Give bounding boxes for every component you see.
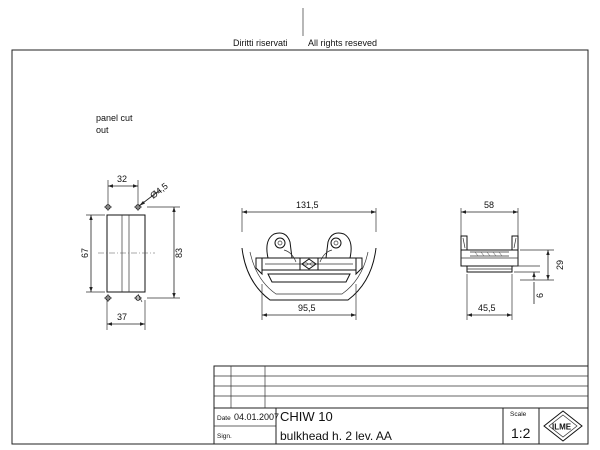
left-lever — [266, 232, 293, 259]
panel-cutout-view: panel cut out 32 — [80, 113, 184, 330]
dim-hole-diameter: Ø4,5 — [148, 181, 170, 201]
panel-cutout-label-1: panel cut — [96, 113, 133, 123]
housing-outer-curve — [241, 247, 377, 301]
dim-32: 32 — [117, 174, 127, 184]
scale-value: 1:2 — [511, 425, 531, 441]
logo-text: ILME — [552, 423, 572, 432]
front-view: 131,5 95,5 — [241, 200, 377, 320]
dim-6: 6 — [535, 293, 545, 298]
dim-95-5: 95,5 — [298, 303, 316, 313]
title-block: Date 04.01.2007 Sign. CHIW 10 bulkhead h… — [213, 365, 589, 445]
date-label: Date — [217, 415, 231, 422]
rights-text-en: All rights reseved — [308, 38, 377, 48]
dim-37: 37 — [117, 312, 127, 322]
dim-67: 67 — [80, 248, 90, 258]
part-code: CHIW 10 — [280, 409, 333, 424]
dim-29: 29 — [555, 260, 565, 270]
mounting-holes — [104, 203, 143, 303]
rights-text-it: Diritti riservati — [233, 38, 288, 48]
dim-131-5: 131,5 — [296, 200, 319, 210]
drawing-frame — [11, 49, 589, 445]
dim-58: 58 — [484, 200, 494, 210]
part-description: bulkhead h. 2 lev. AA — [280, 429, 392, 443]
ilme-logo: ILME — [543, 410, 583, 442]
panel-cutout-outline — [106, 214, 146, 293]
scale-label: Scale — [510, 411, 527, 418]
panel-cutout-label-2: out — [96, 125, 109, 135]
sign-label: Sign. — [217, 433, 232, 440]
dim-83: 83 — [174, 248, 184, 258]
date-value: 04.01.2007 — [234, 412, 279, 422]
dim-45-5: 45,5 — [478, 303, 496, 313]
side-view: 58 29 6 — [460, 200, 565, 320]
right-lever — [325, 232, 352, 259]
